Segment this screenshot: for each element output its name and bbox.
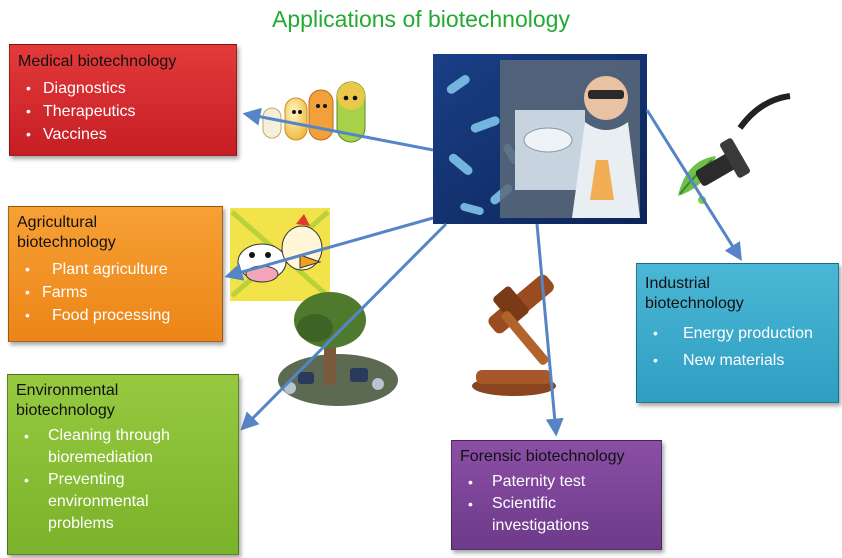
agricultural-heading-line: biotechnology [17,234,116,251]
industrial-item-energy: Energy production [645,320,830,347]
arrow-to-environmental [240,222,448,431]
medical-biotechnology-box: Medical biotechnology Diagnostics Therap… [9,44,237,156]
agricultural-item-farms: Farms [17,281,214,304]
environmental-item-line: Preventing [48,471,125,488]
environmental-heading: Environmental biotechnology [16,381,230,421]
agricultural-heading: Agricultural biotechnology [17,213,214,253]
industrial-item-materials: New materials [645,347,830,374]
forensic-item-line: investigations [492,517,589,534]
environmental-item-line: Cleaning through [48,427,170,444]
environmental-item-line: environmental [48,493,149,510]
arrow-to-forensic [535,223,564,437]
arrow-to-medical [242,107,434,152]
environmental-item-line: bioremediation [48,449,153,466]
environmental-item-cleaning: Cleaning through bioremediation [16,425,230,469]
industrial-heading-line: Industrial [645,275,710,292]
industrial-heading: Industrial biotechnology [645,274,830,314]
environmental-heading-line: biotechnology [16,402,115,419]
environmental-heading-line: Environmental [16,382,119,399]
forensic-biotechnology-box: Forensic biotechnology Paternity test Sc… [451,440,662,550]
agricultural-item-food-processing: Food processing [17,304,214,327]
medical-item-therapeutics: Therapeutics [18,100,228,123]
agricultural-item-plant-agriculture: Plant agriculture [17,258,214,281]
diagram-title: Applications of biotechnology [272,6,570,32]
agricultural-heading-line: Agricultural [17,214,98,231]
bacteria-lab-scientist-image [433,54,647,224]
medical-heading: Medical biotechnology [18,53,177,70]
forensic-item-scientific: Scientific investigations [460,493,653,537]
industrial-heading-line: biotechnology [645,295,744,312]
polluted-tree-image [278,292,398,406]
environmental-biotechnology-box: Environmental biotechnology Cleaning thr… [7,374,239,555]
agricultural-biotechnology-box: Agricultural biotechnology Plant agricul… [8,206,223,342]
environmental-item-line: problems [48,515,114,532]
forensic-item-line: Paternity test [492,473,586,490]
arrow-to-agricultural [224,216,434,281]
connector-arrows [224,107,742,437]
medical-item-diagnostics: Diagnostics [18,77,228,100]
environmental-item-preventing: Preventing environmental problems [16,469,230,535]
gavel-image [472,274,556,396]
medical-item-vaccines: Vaccines [18,123,228,146]
cartoon-cow-chicken-image [230,208,330,301]
forensic-item-line: Scientific [492,495,557,512]
forensic-heading: Forensic biotechnology [460,448,625,465]
industrial-biotechnology-box: Industrial biotechnology Energy producti… [636,263,839,403]
arrow-to-industrial [645,109,742,262]
forensic-item-paternity: Paternity test [460,471,653,493]
fuel-nozzle-leaf-image [678,93,791,204]
